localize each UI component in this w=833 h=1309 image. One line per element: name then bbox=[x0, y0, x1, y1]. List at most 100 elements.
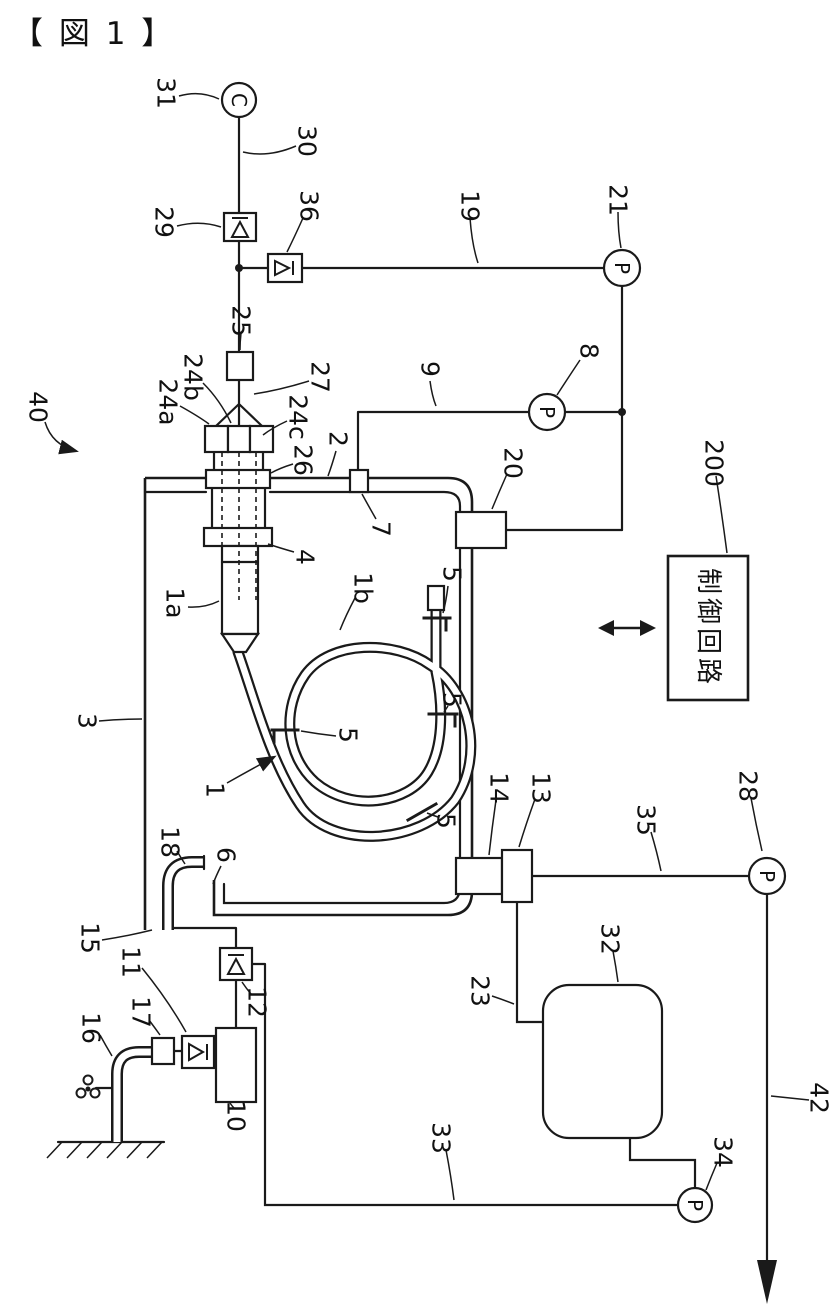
figure-label: 【 図 1 】 bbox=[12, 16, 176, 52]
tank-port-20 bbox=[454, 510, 508, 550]
callout-10: 10 bbox=[222, 1100, 251, 1132]
inlet-elbow-18-fill bbox=[164, 858, 204, 930]
leader-4 bbox=[267, 543, 295, 553]
leader-23 bbox=[491, 995, 515, 1005]
leader-26 bbox=[270, 463, 294, 474]
check-valve-11-icon bbox=[188, 1042, 208, 1062]
pump-13 bbox=[500, 848, 534, 904]
upper-components: C P P bbox=[220, 81, 642, 550]
leader-2 bbox=[327, 450, 337, 477]
insertion-tube-fill bbox=[234, 606, 475, 840]
filter-25 bbox=[225, 350, 255, 382]
faucet-handle-icon bbox=[82, 1074, 94, 1086]
endoscope-1 bbox=[232, 584, 477, 842]
callout-12: 12 bbox=[243, 986, 272, 1018]
callout-42: 42 bbox=[805, 1082, 833, 1114]
leader-24a bbox=[179, 405, 210, 425]
flow-arrowhead-42 bbox=[757, 1260, 777, 1304]
callout-25: 25 bbox=[227, 305, 256, 337]
internal-channel-lines bbox=[221, 452, 257, 600]
clamp-5-3 bbox=[405, 801, 439, 823]
callout-13: 13 bbox=[527, 772, 556, 804]
leader-11 bbox=[141, 967, 187, 1033]
pipe-33 bbox=[250, 962, 680, 1207]
callout-24c: 24c bbox=[284, 394, 313, 440]
leader-19 bbox=[469, 217, 479, 264]
leader-15 bbox=[101, 929, 153, 941]
leader-6 bbox=[212, 865, 222, 885]
compressor-symbol: C bbox=[227, 93, 251, 107]
connector-neck bbox=[210, 450, 267, 530]
leader-18 bbox=[176, 850, 186, 865]
leader-24c bbox=[262, 420, 288, 436]
check-valve-36 bbox=[266, 252, 304, 284]
callout-30: 30 bbox=[293, 125, 322, 157]
callout-32: 32 bbox=[596, 923, 625, 955]
callout-16: 16 bbox=[77, 1012, 106, 1044]
pipe-32-34 bbox=[628, 1136, 697, 1190]
check-valve-11 bbox=[180, 1034, 216, 1070]
leader-3 bbox=[98, 718, 143, 722]
callout-2: 2 bbox=[324, 431, 353, 447]
clamp-5-2 bbox=[427, 712, 459, 728]
callout-19: 19 bbox=[456, 190, 485, 222]
faucet-16-fill bbox=[113, 1048, 152, 1142]
compressor-gauge-31 bbox=[220, 81, 258, 119]
callout-1b: 1b bbox=[349, 572, 378, 604]
wall-hatching bbox=[46, 1141, 163, 1159]
callout-labels: 40 31 30 29 36 25 19 21 27 24a 24b 24c 2… bbox=[24, 77, 833, 1168]
leader-10 bbox=[229, 1102, 235, 1109]
pressure-gauge-28 bbox=[747, 856, 787, 896]
callout-18: 18 bbox=[156, 826, 185, 858]
port-24b bbox=[226, 424, 252, 454]
callout-36: 36 bbox=[295, 190, 324, 222]
control-circuit-200: 制御回路 bbox=[598, 554, 750, 702]
connector-flange-26 bbox=[204, 468, 272, 490]
leader-29 bbox=[176, 222, 222, 228]
leader-13 bbox=[518, 798, 536, 848]
leader-1b bbox=[339, 597, 356, 631]
leader-31 bbox=[178, 92, 220, 100]
valve-12 bbox=[218, 946, 254, 982]
callout-21: 21 bbox=[604, 184, 633, 216]
pressure-symbol-8: P bbox=[535, 406, 559, 418]
leader-9 bbox=[429, 380, 437, 407]
callout-5-3: 5 bbox=[438, 692, 467, 708]
scope-connector-assembly bbox=[202, 424, 370, 654]
faucet-handle-center bbox=[85, 1086, 91, 1092]
callout-14: 14 bbox=[485, 772, 514, 804]
water-supply-train bbox=[46, 854, 258, 1159]
callout-33: 33 bbox=[427, 1122, 456, 1154]
callout-34: 34 bbox=[709, 1136, 738, 1168]
faucet-handle-icon bbox=[89, 1087, 101, 1099]
callout-9: 9 bbox=[416, 361, 445, 377]
callout-11: 11 bbox=[117, 946, 146, 978]
callout-5-2: 5 bbox=[334, 727, 363, 743]
control-circuit-box bbox=[666, 554, 750, 702]
leader-17 bbox=[148, 1019, 161, 1036]
clamp-5-4 bbox=[270, 728, 300, 744]
leader-1 bbox=[226, 755, 277, 784]
lower-right-components: P P bbox=[454, 848, 787, 1224]
leader-27 bbox=[253, 380, 310, 395]
leader-8 bbox=[556, 359, 581, 396]
leader-28 bbox=[750, 797, 763, 852]
pressure-symbol-34: P bbox=[683, 1199, 707, 1211]
clamp-5-1 bbox=[422, 616, 452, 632]
leader-25 bbox=[239, 332, 242, 351]
leader-14 bbox=[488, 799, 497, 856]
piping bbox=[166, 115, 777, 1304]
port-24a bbox=[203, 424, 230, 454]
leader-200 bbox=[715, 475, 728, 554]
callout-26: 26 bbox=[289, 444, 318, 476]
junction-dot-top bbox=[235, 264, 243, 272]
leader-7 bbox=[361, 493, 377, 520]
tube-tip-fitting bbox=[426, 584, 446, 612]
leader-5-1 bbox=[442, 585, 449, 614]
leader-40 bbox=[44, 421, 79, 455]
callout-15: 15 bbox=[76, 922, 105, 954]
scope-body-1a bbox=[220, 544, 260, 636]
leader-20 bbox=[491, 473, 508, 510]
